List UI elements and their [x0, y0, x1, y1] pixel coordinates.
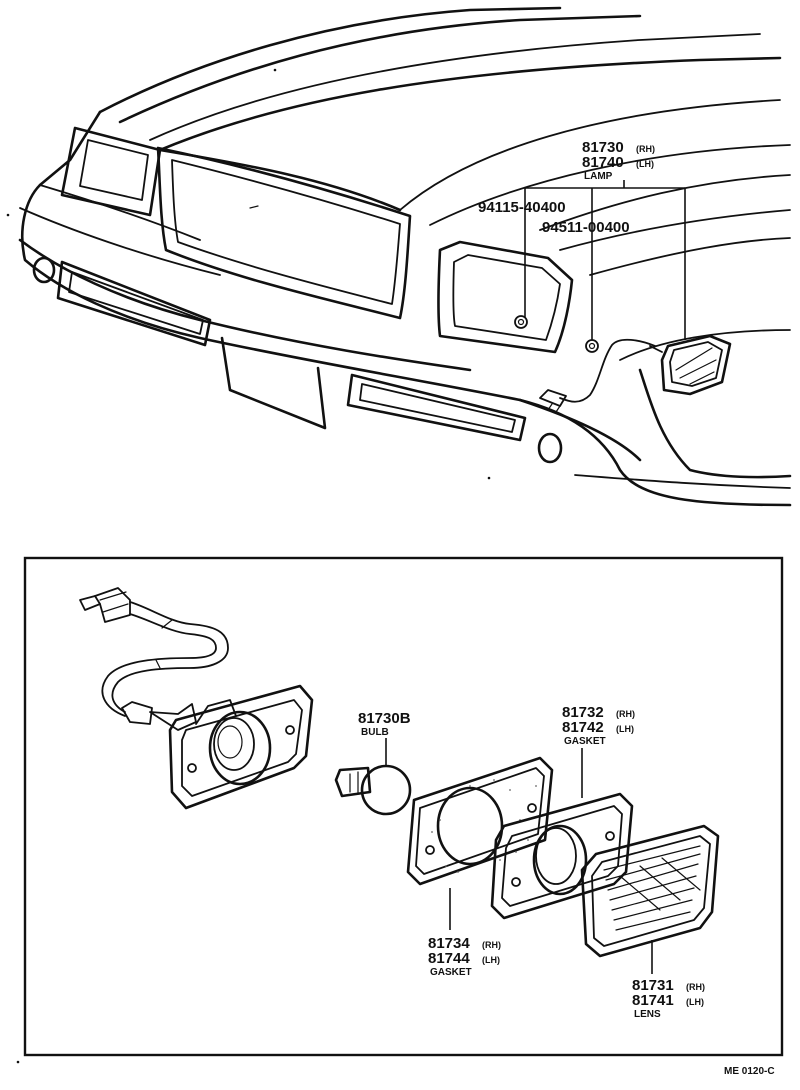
lens-part: [580, 824, 720, 958]
washer-fastener: [585, 339, 599, 353]
car-front-illustration: [6, 6, 792, 507]
lamp-part-lh-suffix: (LH): [636, 159, 654, 169]
outer-gasket-part-lh: 81742: [562, 719, 604, 736]
inner-gasket-part-rh: 81734: [428, 935, 470, 952]
lens-label: LENS: [634, 1009, 661, 1020]
lamp-part-rh-suffix: (RH): [636, 144, 655, 154]
bottom-leader-lines: [385, 738, 653, 974]
exploded-view-frame: [23, 556, 784, 1057]
lens-part-lh-suffix: (LH): [686, 997, 704, 1007]
lamp-label: LAMP: [584, 171, 613, 182]
lens-part-lh: 81741: [632, 992, 674, 1009]
inner-gasket-part-lh: 81744: [428, 950, 470, 967]
nut-part-number: 94115-40400: [478, 199, 566, 216]
diagram-code: ME 0120-C: [724, 1066, 775, 1077]
outer-gasket-part-rh: 81732: [562, 704, 604, 721]
lamp-part-rh: 81730: [582, 139, 624, 156]
nut-fastener: [514, 315, 528, 329]
bulb-part: [334, 764, 412, 816]
bulb-label: BULB: [361, 727, 389, 738]
lens-part-rh: 81731: [632, 977, 674, 994]
inner-gasket-part-rh-suffix: (RH): [482, 940, 501, 950]
wire-harness-plug: [79, 587, 229, 731]
callout-lens: 81731 (RH) 81741 (LH) LENS: [632, 977, 705, 1020]
lens-part-rh-suffix: (RH): [686, 982, 705, 992]
lamp-part-lh: 81740: [582, 154, 624, 171]
callout-outer-gasket: 81732 (RH) 81742 (LH) GASKET: [562, 704, 635, 747]
mounted-side-marker-lamp: [649, 334, 732, 396]
outer-gasket-label: GASKET: [564, 736, 606, 747]
outer-gasket-part-lh-suffix: (LH): [616, 724, 634, 734]
outer-gasket-part-rh-suffix: (RH): [616, 709, 635, 719]
top-leader-lines: [524, 180, 686, 340]
inner-gasket-part: [406, 756, 554, 886]
inner-gasket-part-lh-suffix: (LH): [482, 955, 500, 965]
lamp-housing: [168, 684, 314, 810]
washer-part-number: 94511-00400: [542, 219, 630, 236]
callout-inner-gasket: 81734 (RH) 81744 (LH) GASKET: [428, 935, 501, 978]
inner-gasket-label: GASKET: [430, 967, 472, 978]
bulb-part-number: 81730B: [358, 710, 411, 727]
callout-bulb: 81730B BULB: [358, 710, 411, 738]
callout-lamp: 81730 (RH) 81740 (LH) LAMP: [582, 139, 655, 182]
